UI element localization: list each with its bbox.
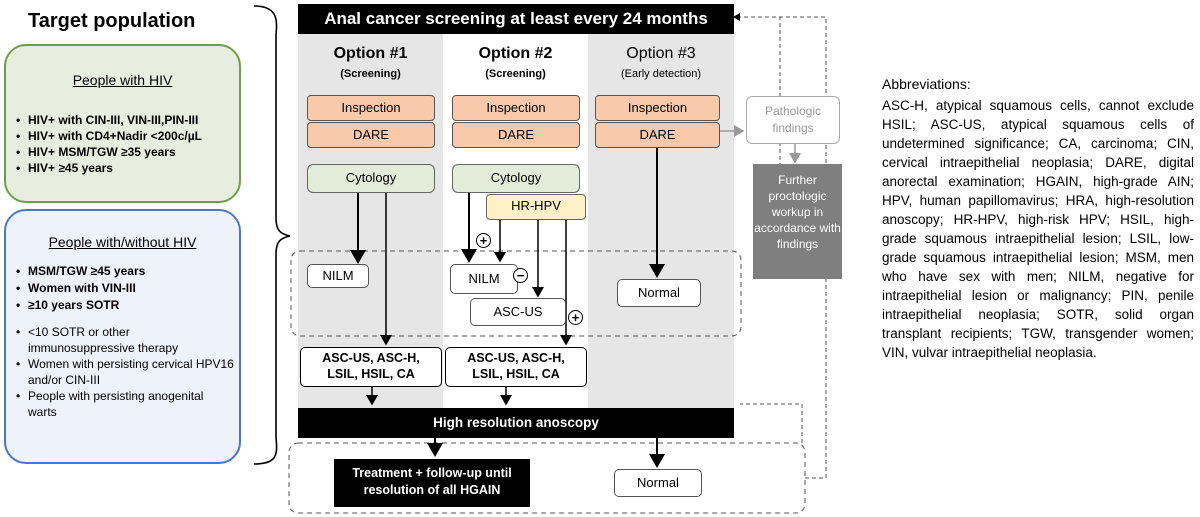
option-2-dare: DARE [452,122,580,148]
option-3-dare: DARE [595,122,720,148]
people-with-hiv-heading: People with HIV [72,72,173,88]
list-item: ≥10 years SOTR [16,297,235,314]
option-1-dare: DARE [307,122,435,148]
people-with-without-hiv-heading: People with/without HIV [48,234,197,250]
abbreviations-title: Abbreviations: [882,76,971,92]
bold-criteria-list: MSM/TGW ≥45 years Women with VIN-III ≥10… [16,263,235,314]
target-brace [253,5,291,465]
treatment-followup-box: Treatment + follow-up until resolution o… [334,459,530,507]
option-2-title: Option #2 [478,45,553,62]
result-line-1: ASC-US, ASC-H, [322,351,420,365]
people-with-hiv-panel: People with HIV HIV+ with CIN-III, VIN-I… [4,44,241,203]
people-with-without-hiv-panel: People with/without HIV MSM/TGW ≥45 year… [4,209,241,464]
option-2-cytology: Cytology [452,164,580,193]
option-1-subtitle: (Screening) [340,68,401,80]
list-item: <10 SOTR or other immunosuppressive ther… [16,324,235,356]
list-item: People with persisting anogenital warts [16,388,235,420]
list-item: HIV+ with CD4+Nadir <200c/µL [16,128,235,144]
list-item: HIV+ MSM/TGW ≥35 years [16,144,235,160]
outcome-normal: Normal [614,469,702,497]
option-3-inspection: Inspection [595,95,720,121]
option-2-hr-hpv: HR-HPV [486,194,586,220]
option-2-ascus: ASC-US [470,298,566,326]
positive-sign: + [476,233,491,248]
abbreviations-text: ASC-H, atypical squamous cells, cannot e… [882,98,1194,360]
further-workup-box: Further proctologic workup in accordance… [753,164,842,279]
option-2-subtitle: (Screening) [485,68,546,80]
nilm-normal-dashed-group [290,250,742,337]
option-2-inspection: Inspection [452,95,580,121]
list-item: HIV+ ≥45 years [16,160,235,176]
option-2-nilm: NILM [450,264,518,294]
result-line-2: LSIL, HSIL, CA [327,367,415,381]
pathologic-findings-box: Pathologic findings [746,96,840,144]
option-2-result-box: ASC-US, ASC-H, LSIL, HSIL, CA [445,347,587,387]
result-line-2: LSIL, HSIL, CA [472,367,560,381]
screening-banner: Anal cancer screening at least every 24 … [298,4,734,34]
option-3-subtitle: (Early detection) [620,68,702,80]
negative-sign: − [513,268,528,283]
option-1-result-box: ASC-US, ASC-H, LSIL, HSIL, CA [300,347,442,387]
high-resolution-anoscopy-bar: High resolution anoscopy [298,408,734,438]
list-item: Women with VIN-III [16,280,235,297]
option-3-normal: Normal [617,279,701,307]
list-item: MSM/TGW ≥45 years [16,263,235,280]
option-1-title: Option #1 [333,45,408,62]
hiv-criteria-list: HIV+ with CIN-III, VIN-III,PIN-III HIV+ … [16,112,235,176]
option-1-inspection: Inspection [307,95,435,121]
option-1-header: Option #1 (Screening) [298,44,443,84]
result-line-1: ASC-US, ASC-H, [467,351,565,365]
outcome-dashed-group [288,442,806,514]
other-criteria-list: <10 SOTR or other immunosuppressive ther… [16,324,235,420]
option-3-title: Option #3 [626,45,696,62]
option-1-cytology: Cytology [307,164,435,193]
positive-sign: + [568,310,583,325]
target-population-title: Target population [28,10,196,32]
list-item: HIV+ with CIN-III, VIN-III,PIN-III [16,112,235,128]
option-3-header: Option #3 (Early detection) [588,44,734,84]
list-item: Women with persisting cervical HPV16 and… [16,356,235,388]
option-1-nilm: NILM [307,264,369,288]
option-2-header: Option #2 (Screening) [443,44,588,84]
